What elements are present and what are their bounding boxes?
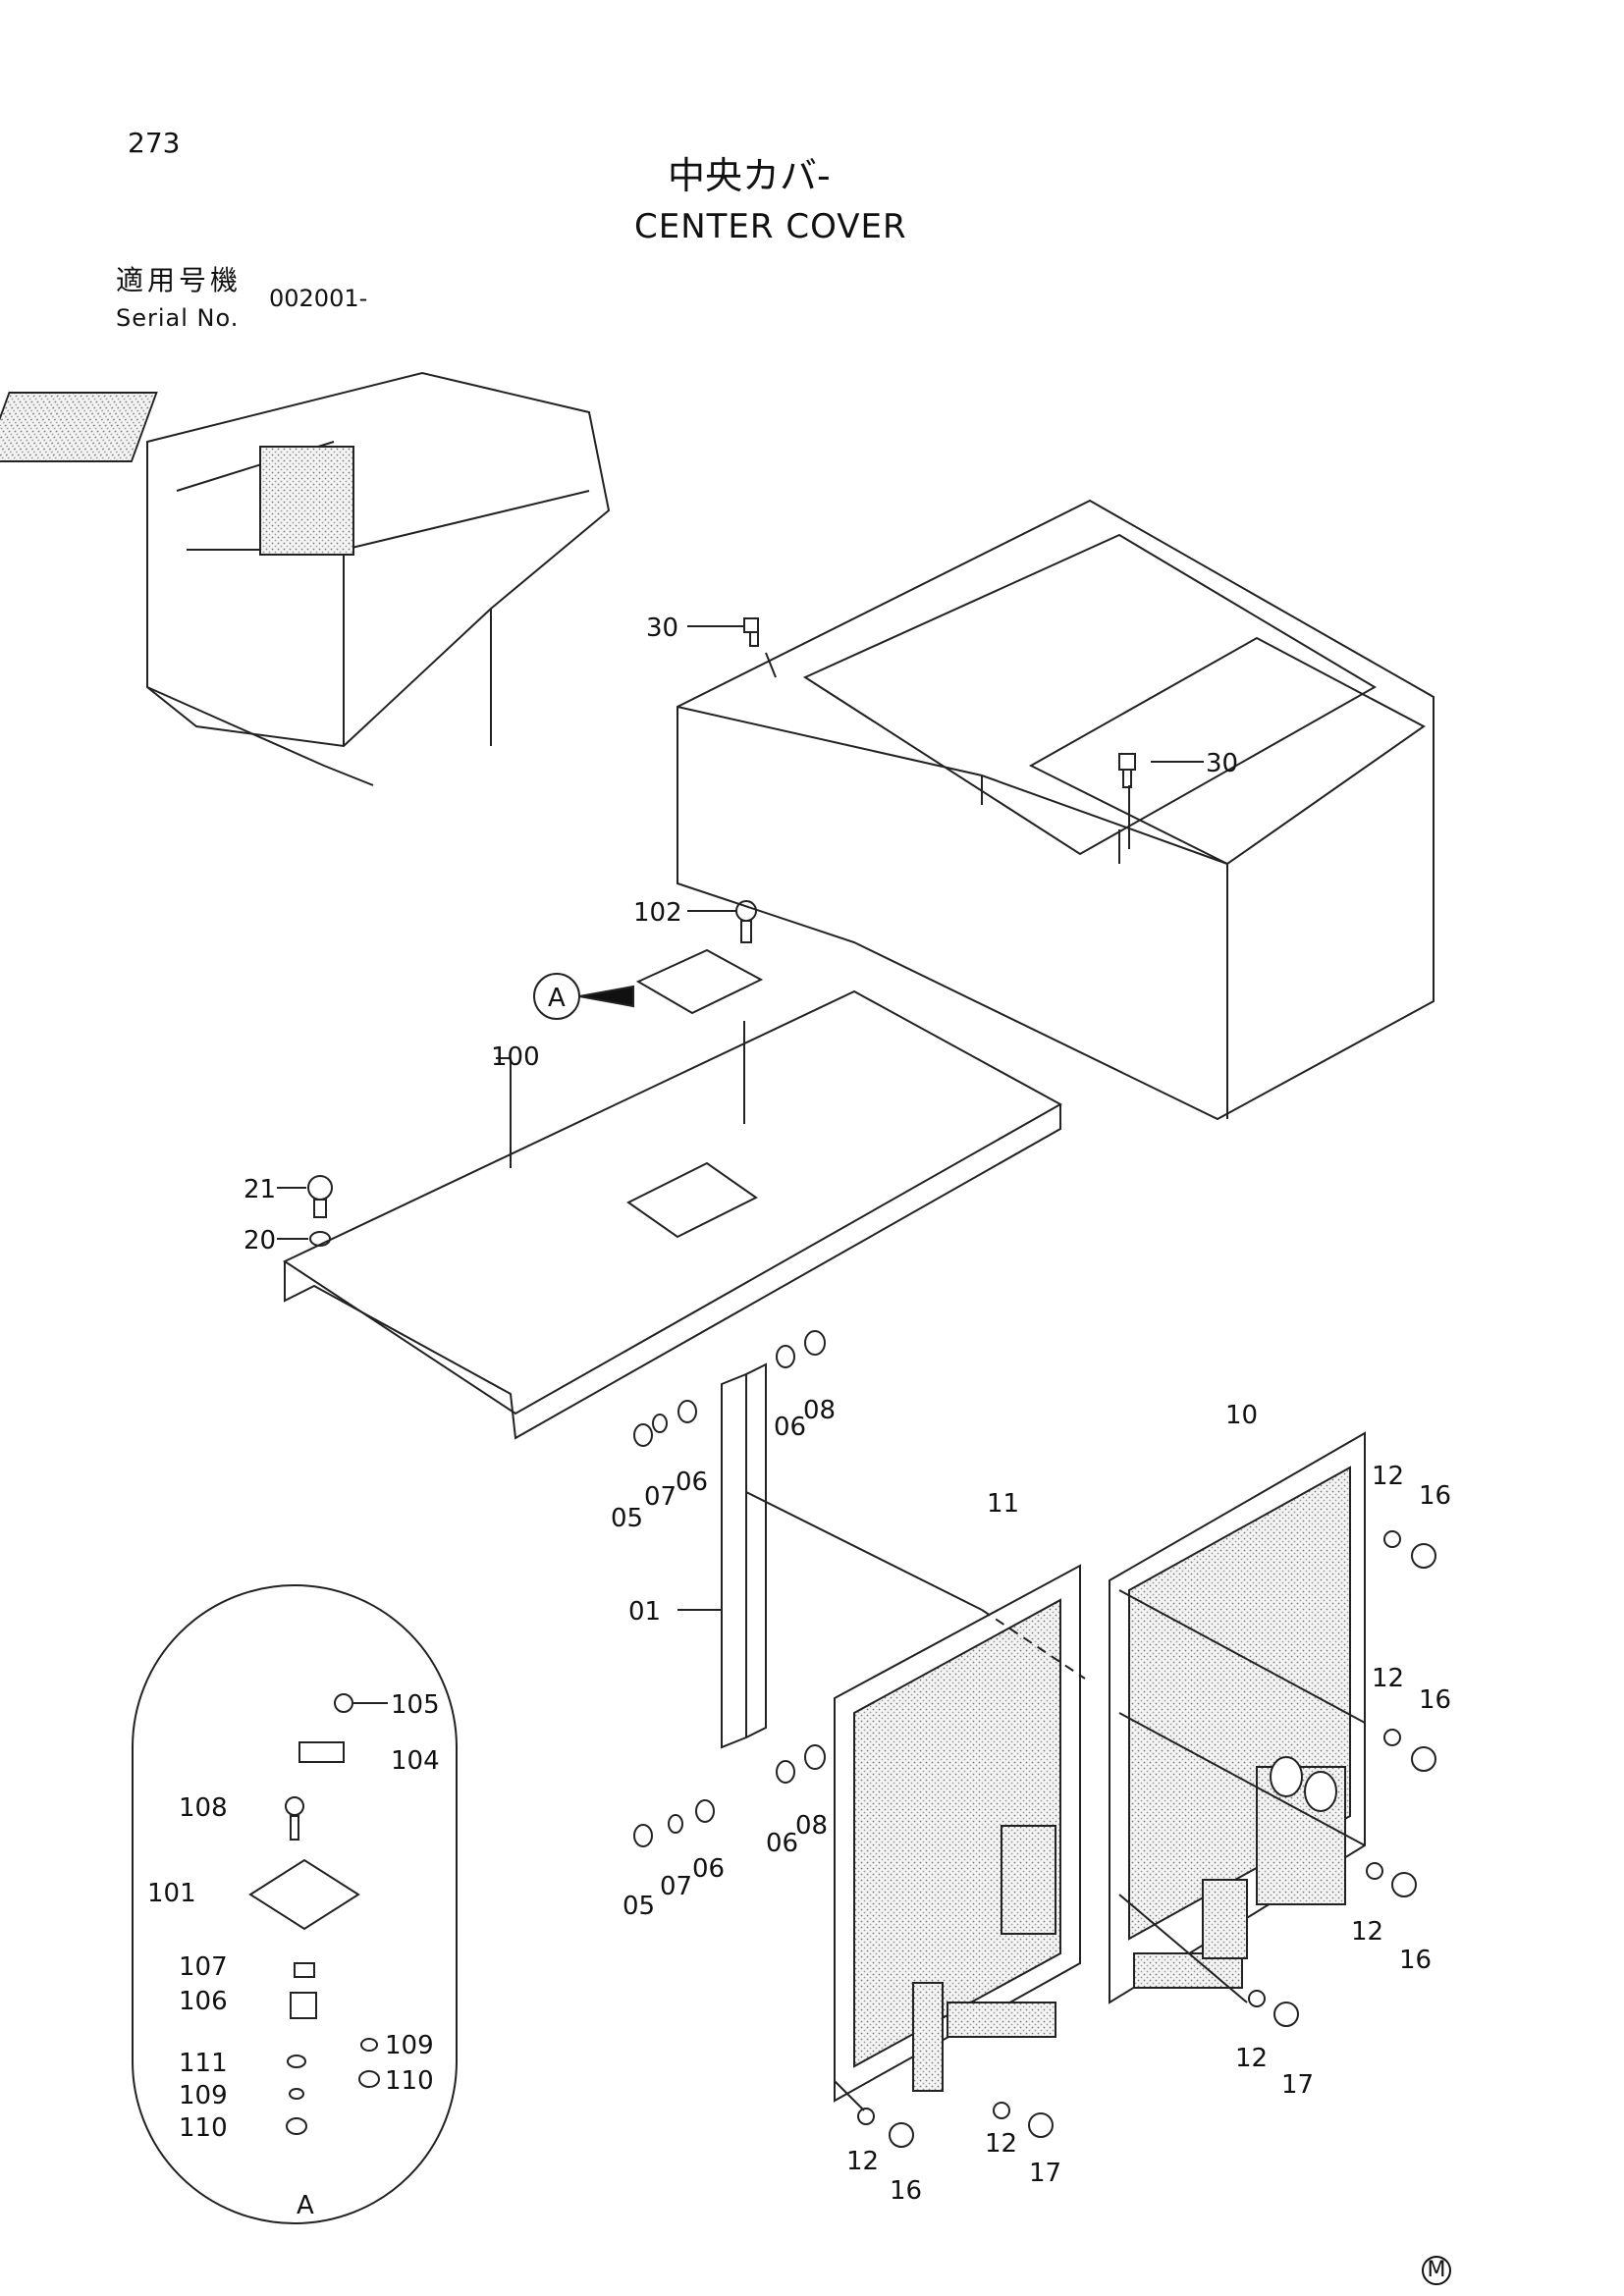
callout: 109 (179, 2081, 228, 2110)
top-cover-100 (282, 948, 1063, 1440)
callout: 12 (1372, 1462, 1404, 1491)
bolt-30 (687, 617, 1204, 788)
machine-overview (0, 371, 611, 786)
callout: 12 (846, 2147, 879, 2176)
callout: 109 (385, 2031, 434, 2060)
bracket-01 (633, 1330, 826, 1847)
callout: 20 (244, 1226, 276, 1255)
corner-mark: M (1422, 2256, 1451, 2285)
panel-11 (834, 1564, 1081, 2103)
callout: 12 (985, 2129, 1017, 2159)
callout: 17 (1281, 2070, 1314, 2100)
hardware-top (277, 900, 757, 1247)
callout: 16 (1419, 1481, 1451, 1511)
serial-label-japanese: 適用号機 (116, 264, 243, 296)
callout: 07 (644, 1482, 677, 1512)
callout: 17 (1029, 2159, 1061, 2188)
callout: 105 (391, 1690, 440, 1720)
callout: 102 (633, 898, 682, 928)
callout: 108 (179, 1793, 228, 1823)
callout: 104 (391, 1746, 440, 1776)
detail-a-marker-label: A (548, 984, 566, 1013)
callout: 06 (676, 1468, 708, 1497)
callout: 12 (1235, 2044, 1268, 2073)
callout-labels: 30 30 102 100 21 20 10 11 12 16 12 16 12… (147, 614, 1451, 2220)
upper-housing (677, 499, 1435, 1121)
callout: 10 (1225, 1401, 1258, 1430)
callout: 111 (179, 2049, 228, 2078)
callout: 08 (803, 1396, 836, 1425)
title-english: CENTER COVER (634, 207, 907, 246)
fastener-lines (745, 1491, 1436, 2148)
callout: 06 (766, 1829, 798, 1858)
callout: 100 (491, 1042, 540, 1072)
callout: 30 (1206, 749, 1238, 778)
panel-10 (1109, 1431, 1366, 2004)
callout: 110 (179, 2113, 228, 2143)
callout: 11 (987, 1489, 1019, 1519)
callout: 07 (660, 1872, 692, 1901)
callout: 110 (385, 2066, 434, 2096)
callout: 05 (611, 1504, 643, 1533)
callout: 12 (1372, 1664, 1404, 1693)
title-japanese: 中央カバ- (668, 154, 831, 197)
callout: 106 (179, 1987, 228, 2016)
callout: 16 (1399, 1946, 1432, 1975)
serial-label-english: Serial No. (116, 304, 240, 332)
callout: 30 (646, 614, 678, 643)
detail-a-oval (132, 1584, 458, 2224)
callout: 06 (774, 1413, 806, 1442)
callout: 101 (147, 1879, 196, 1908)
detail-a-label: A (297, 2191, 314, 2220)
callout: 107 (179, 1952, 228, 1982)
callout: 08 (795, 1811, 828, 1841)
callout: 16 (890, 2176, 922, 2206)
serial-number-value: 002001- (269, 285, 368, 312)
callout: 05 (623, 1892, 655, 1921)
callout: 16 (1419, 1685, 1451, 1715)
callout: 21 (244, 1175, 276, 1204)
callout: 06 (692, 1854, 725, 1884)
page-number: 273 (128, 127, 181, 159)
callout: 01 (628, 1597, 661, 1627)
callout: 12 (1351, 1917, 1383, 1947)
detail-a-pointer (578, 985, 634, 1008)
